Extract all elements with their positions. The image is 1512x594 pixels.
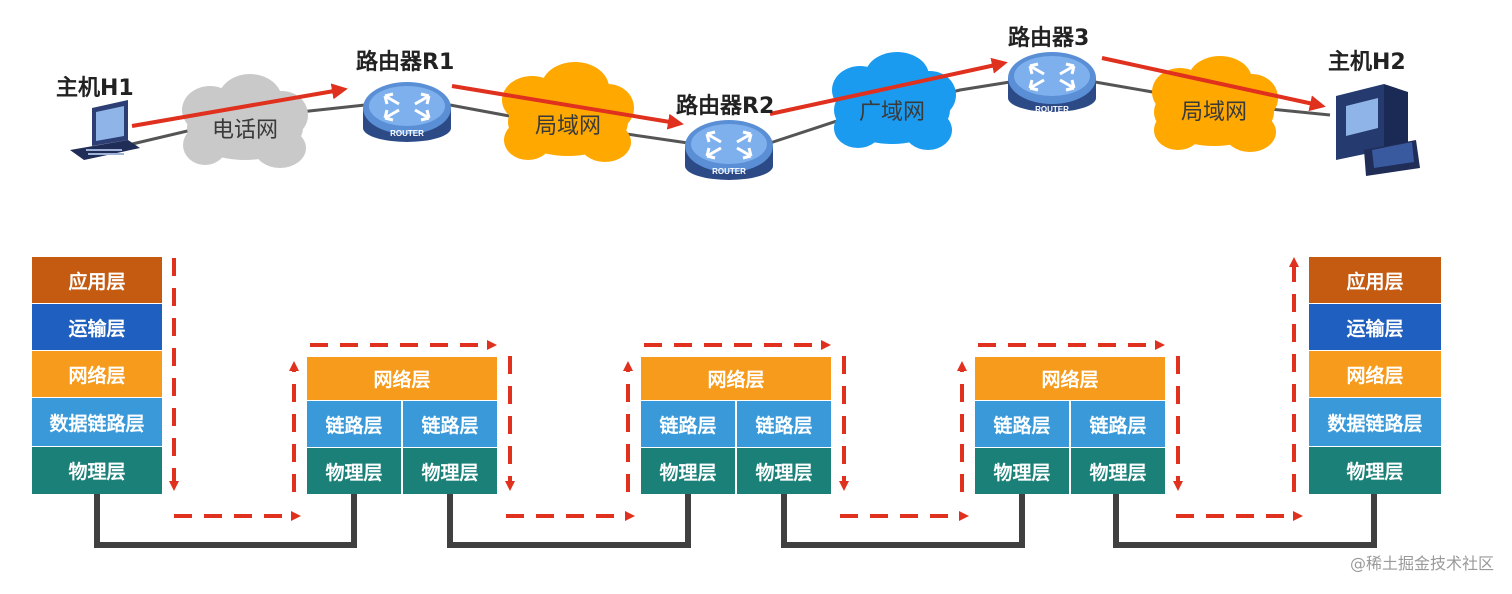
- route-arrow-3: [769, 57, 1008, 116]
- layer-physical-right: 物理层: [1071, 448, 1165, 494]
- layer-link-left: 链路层: [641, 401, 735, 447]
- cloud-wan-label: 广域网: [858, 100, 926, 125]
- route-arrows: [131, 56, 1326, 130]
- cloud-lan-2-label: 局域网: [1180, 100, 1248, 125]
- router-r2-label: 路由器R2: [676, 94, 775, 119]
- layer-network: 网络层: [1309, 351, 1441, 397]
- router-r3-label: 路由器3: [1008, 26, 1090, 51]
- layer-transport: 运输层: [1309, 304, 1441, 350]
- layer-physical-right: 物理层: [737, 448, 831, 494]
- layer-network: 网络层: [641, 357, 831, 400]
- layer-network: 网络层: [32, 351, 162, 397]
- wire-r1-to-r2: [447, 494, 691, 548]
- cloud-lan-1-label: 局域网: [534, 114, 602, 139]
- layer-physical: 物理层: [32, 447, 162, 494]
- wire-h1-to-r1: [94, 494, 357, 548]
- layer-application: 应用层: [1309, 257, 1441, 303]
- host-h1-stack: 应用层 运输层 网络层 数据链路层 物理层: [32, 257, 162, 494]
- layer-physical-left: 物理层: [975, 448, 1069, 494]
- layer-application: 应用层: [32, 257, 162, 303]
- layer-network: 网络层: [975, 357, 1165, 400]
- route-arrow-1: [131, 83, 348, 128]
- layer-physical: 物理层: [1309, 447, 1441, 494]
- route-arrow-4: [1101, 56, 1326, 112]
- layer-datalink: 数据链路层: [32, 398, 162, 446]
- router-r3-stack: 网络层 链路层 链路层 物理层 物理层: [975, 357, 1165, 494]
- route-arrow-2: [451, 84, 684, 130]
- physical-wires: [94, 494, 1377, 548]
- wire-r3-to-h2: [1113, 494, 1377, 548]
- wire-r2-to-r3: [781, 494, 1025, 548]
- watermark: @稀土掘金技术社区: [1349, 554, 1494, 573]
- host-h1-label: 主机H1: [56, 76, 134, 101]
- layer-physical-left: 物理层: [641, 448, 735, 494]
- layer-transport: 运输层: [32, 304, 162, 350]
- router-r1-stack: 网络层 链路层 链路层 物理层 物理层: [307, 357, 497, 494]
- layer-physical-left: 物理层: [307, 448, 401, 494]
- router-r3-icon: [1008, 52, 1096, 112]
- router-r2-icon: [685, 120, 773, 180]
- layer-physical-right: 物理层: [403, 448, 497, 494]
- layer-network: 网络层: [307, 357, 497, 400]
- cloud-lan-1: [502, 62, 634, 162]
- desktop-icon: [1336, 84, 1420, 176]
- router-r1-label: 路由器R1: [356, 50, 455, 75]
- router-r3-tag: ROUTER: [1035, 105, 1069, 114]
- router-r1-tag: ROUTER: [390, 129, 424, 138]
- layer-link-right: 链路层: [1071, 401, 1165, 447]
- host-h2-stack: 应用层 运输层 网络层 数据链路层 物理层: [1309, 257, 1441, 494]
- router-r2-stack: 网络层 链路层 链路层 物理层 物理层: [641, 357, 831, 494]
- cloud-phone-label: 电话网: [211, 118, 279, 143]
- router-r2-tag: ROUTER: [712, 167, 746, 176]
- layer-link-left: 链路层: [975, 401, 1069, 447]
- host-h2-label: 主机H2: [1328, 50, 1406, 75]
- router-r1-icon: [363, 82, 451, 142]
- layer-link-right: 链路层: [737, 401, 831, 447]
- flow-arrows: [169, 257, 1303, 521]
- layer-link-right: 链路层: [403, 401, 497, 447]
- layer-link-left: 链路层: [307, 401, 401, 447]
- laptop-icon: [70, 100, 140, 160]
- layer-datalink: 数据链路层: [1309, 398, 1441, 446]
